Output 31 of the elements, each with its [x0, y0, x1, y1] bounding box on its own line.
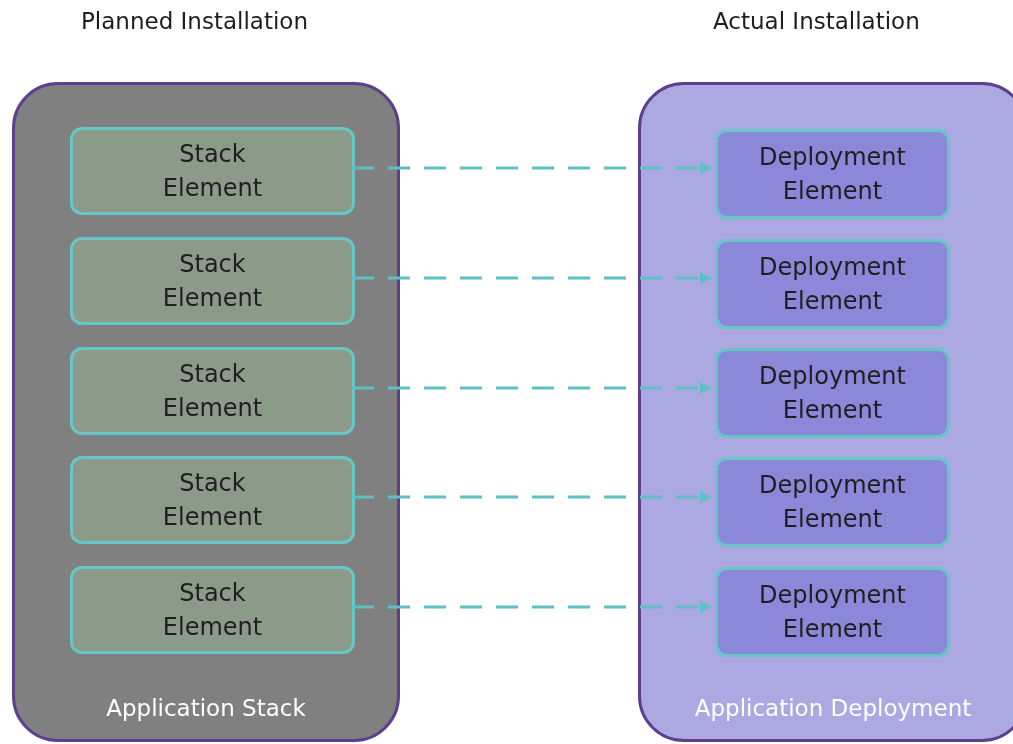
group-panel — [12, 82, 400, 742]
element-label: Deployment Element — [758, 470, 907, 535]
element-label: Stack Element — [161, 578, 264, 643]
dashed-arrow — [352, 601, 712, 613]
dashed-arrow — [352, 491, 712, 503]
column-heading: Actual Installation — [713, 8, 920, 34]
element-box — [70, 456, 355, 544]
element-label: Stack Element — [161, 468, 264, 533]
column-heading: Planned Installation — [81, 8, 308, 34]
element-label: Stack Element — [161, 249, 264, 314]
element-box — [70, 127, 355, 215]
element-box — [715, 567, 950, 657]
panel-title: Application Stack — [106, 695, 306, 721]
group-panel — [638, 82, 1013, 742]
element-label: Deployment Element — [758, 252, 907, 317]
dashed-arrow — [352, 382, 712, 394]
element-label: Stack Element — [161, 359, 264, 424]
element-label: Deployment Element — [758, 580, 907, 645]
element-box — [715, 348, 950, 438]
element-box — [715, 239, 950, 329]
panel-title: Application Deployment — [694, 695, 972, 721]
element-label: Deployment Element — [758, 142, 907, 207]
element-box — [715, 457, 950, 547]
element-label: Stack Element — [161, 139, 264, 204]
element-label: Deployment Element — [758, 361, 907, 426]
dashed-arrow — [352, 272, 712, 284]
element-box — [70, 347, 355, 435]
element-box — [70, 566, 355, 654]
element-box — [715, 129, 950, 219]
element-box — [70, 237, 355, 325]
dashed-arrow — [352, 162, 712, 174]
